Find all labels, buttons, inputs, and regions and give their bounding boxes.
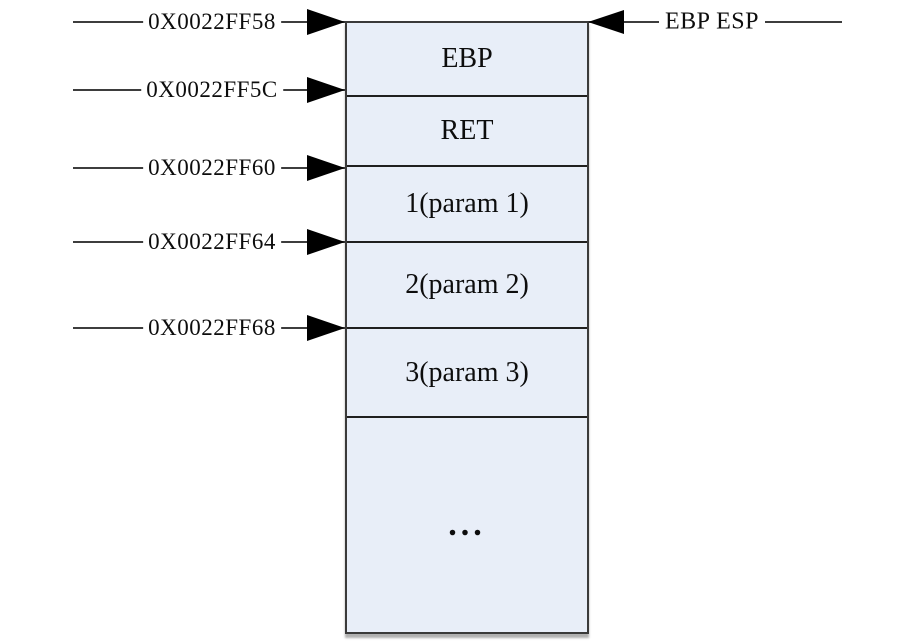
pointer-label: EBP ESP: [659, 8, 765, 36]
arrow-right-icon: [307, 229, 345, 255]
cell-label: 1(param 1): [405, 188, 529, 219]
stack-cell-ret: RET: [347, 97, 587, 167]
arrow-right-icon: [307, 315, 345, 341]
arrow-right-icon: [307, 9, 345, 35]
stack-cell-param1: 1(param 1): [347, 167, 587, 243]
address-label: 0X0022FF60: [143, 155, 281, 181]
stack-cell-ebp: EBP: [347, 23, 587, 97]
address-label: 0X0022FF68: [143, 315, 281, 341]
cell-label: 2(param 2): [405, 269, 529, 300]
arrow-right-icon: [307, 77, 345, 103]
stack-box: EBP RET 1(param 1) 2(param 2) 3(param 3)…: [345, 21, 589, 634]
arrow-left-icon: [588, 10, 624, 34]
arrow-right-icon: [307, 155, 345, 181]
cell-label: ...: [448, 506, 486, 543]
stack-cell-ellipsis: ...: [347, 418, 587, 632]
stack-cell-param3: 3(param 3): [347, 329, 587, 418]
cell-label: 3(param 3): [405, 356, 529, 388]
stack-cell-param2: 2(param 2): [347, 243, 587, 329]
cell-label: RET: [440, 115, 494, 146]
address-label: 0X0022FF64: [143, 229, 281, 255]
address-label: 0X0022FF58: [143, 9, 281, 35]
cell-label: EBP: [441, 43, 493, 74]
address-label: 0X0022FF5C: [141, 77, 283, 103]
